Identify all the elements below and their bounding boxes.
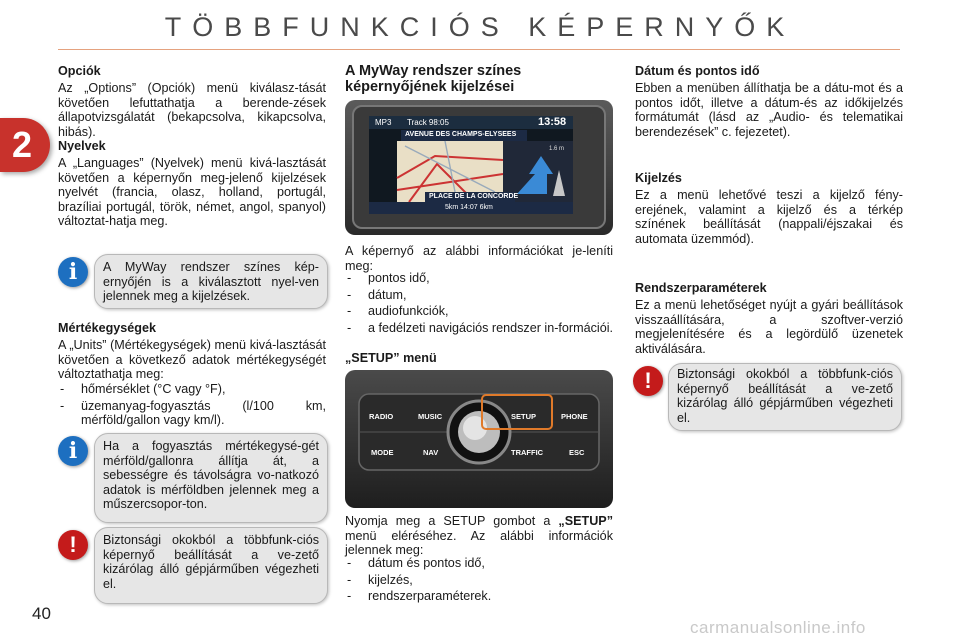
info-icon: i [58,436,88,466]
date-time-heading: Dátum és pontos idő [635,64,760,78]
title-divider [58,49,900,50]
date-time-text: Ebben a menüben állíthatja be a dátu-mot… [635,81,903,139]
screen-street-top: AVENUE DES CHAMPS-ELYSEES [405,131,517,138]
setup-menu-list: dátum és pontos idő, kijelzés, rendszerp… [345,556,613,606]
units-list: hőmérséklet (°C vagy °F), üzemanyag-fogy… [58,382,326,430]
radio-button[interactable]: RADIO [369,412,394,421]
display-info-intro: A képernyő az alábbi információkat je-le… [345,244,613,273]
mode-button[interactable]: MODE [371,448,394,457]
screen-distance: 1.6 m [549,146,565,152]
system-params-heading: Rendszerparaméterek [635,281,767,295]
list-item: a fedélzeti navigációs rendszer in-formá… [345,321,613,336]
list-item: üzemanyag-fogyasztás (l/100 km, mérföld/… [58,399,326,428]
screen-time: 13:58 [538,116,567,128]
list-item: hőmérséklet (°C vagy °F), [58,382,326,397]
units-text: A „Units” (Mértékegységek) menü kivá-las… [58,338,326,382]
info-note-language-text: A MyWay rendszer színes kép-ernyőjén is … [103,260,319,304]
setup-heading: „SETUP” menü [345,351,437,365]
screen-track-label: Track 98:05 [407,118,449,127]
info-icon: i [58,257,88,287]
traffic-button[interactable]: TRAFFIC [511,448,544,457]
display-info-list: pontos idő, dátum, audiofunkciók, a fedé… [345,271,613,337]
info-note-units-text: Ha a fogyasztás mértékegysé-gét mérföld/… [103,439,319,512]
setup-instruction-part: menü eléréséhez. Az alábbi információk j… [345,528,613,558]
list-item: kijelzés, [345,573,613,588]
list-item: pontos idő, [345,271,613,286]
units-heading: Mértékegységek [58,321,157,335]
setup-instruction-bold: „SETUP” [558,514,613,528]
info-note-units [94,433,328,523]
music-button[interactable]: MUSIC [418,412,443,421]
warning-note-2-text: Biztonsági okokból a többfunk-ciós képer… [677,367,893,425]
list-item: dátum, [345,288,613,303]
phone-button[interactable]: PHONE [561,412,588,421]
warning-note-1 [94,527,328,604]
warning-icon: ! [633,366,663,396]
nav-button[interactable]: NAV [423,448,439,457]
screen-status-bar: 5km 14:07 6km [445,204,493,211]
setup-control-panel-photo: RADIO MUSIC SETUP PHONE MODE NAV TRAFFIC… [345,370,613,508]
control-panel-illustration [358,393,600,471]
setup-instruction-part: Nyomja meg a SETUP gombot a [345,514,559,528]
options-text: Az „Options” (Opciók) menü kiválasz-tásá… [58,81,326,139]
page-number: 40 [32,604,51,623]
warning-note-2 [668,363,902,431]
info-note-language [94,254,328,309]
myway-screen-illustration [352,105,606,229]
myway-screen-photo: MP3 Track 98:05 13:58 AVENUE DES CHAMPS-… [345,100,613,235]
watermark: carmanualsonline.info [690,618,866,637]
page-title: TÖBBFUNKCIÓS KÉPERNYŐK [164,12,796,42]
list-item: rendszerparaméterek. [345,589,613,604]
options-heading: Opciók [58,64,101,78]
warning-note-1-text: Biztonsági okokból a többfunk-ciós képer… [103,533,319,591]
screen-street-bottom: PLACE DE LA CONCORDE [429,193,519,200]
setup-instruction: Nyomja meg a SETUP gombot a „SETUP” menü… [345,514,613,558]
esc-button[interactable]: ESC [569,448,585,457]
myway-heading: A MyWay rendszer színes képernyőjének ki… [345,63,522,95]
setup-button[interactable]: SETUP [511,412,537,421]
list-item: audiofunkciók, [345,304,613,319]
system-params-text: Ez a menü lehetőséget nyújt a gyári beál… [635,298,903,356]
chapter-number: 2 [12,124,33,165]
display-heading: Kijelzés [635,171,682,185]
list-item: dátum és pontos idő, [345,556,613,571]
screen-mode-label: MP3 [375,118,392,127]
warning-icon: ! [58,530,88,560]
languages-heading: Nyelvek [58,139,106,153]
display-text: Ez a menü lehetővé teszi a kijelző fény-… [635,188,903,246]
languages-text: A „Languages” (Nyelvek) menü kivá-lasztá… [58,156,326,229]
chapter-tab: 2 [0,118,50,172]
